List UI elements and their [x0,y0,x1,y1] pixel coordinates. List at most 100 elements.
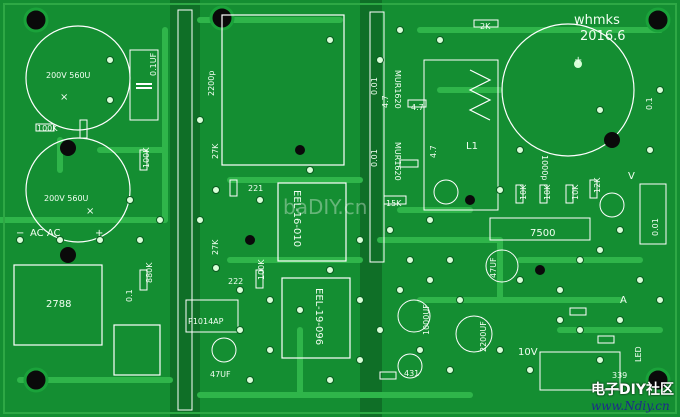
resistor-outline [473,19,499,28]
via-pad [356,356,364,364]
via-pad [516,146,524,154]
split-gap-center [360,0,382,417]
via-pad [376,326,384,334]
small-cap-outline [397,353,423,379]
r47b-label: 4.7 [381,95,390,108]
via-pad [496,186,504,194]
mounting-hole [23,367,49,393]
num339-label: 339 [612,371,628,380]
c2200-label: 2200p [207,70,216,96]
r10k-b-label: 10K [543,184,552,200]
minus-terminal-label: − [16,228,25,239]
r10k-c-label: 10K [571,184,580,200]
resistor-outline [597,335,615,344]
resistor-outline [383,195,407,205]
via-pad [56,236,64,244]
drill-hole [535,265,545,275]
cap-2200uf-label: 2200UF [479,321,488,352]
small-cap-outline [455,315,493,353]
small-cap-outline [211,337,237,363]
via-pad [356,236,364,244]
via-pad [616,316,624,324]
bridge-sub-outline [113,324,161,376]
via-pad [326,36,334,44]
via-pad [196,116,204,124]
date-label: 2016.6 [580,29,626,44]
bulk-cap-2-outline [25,137,131,243]
via-pad [212,264,220,272]
via-pad [556,286,564,294]
resistor-outline [379,371,397,380]
output-cap-outline [501,23,635,157]
via-pad [516,276,524,284]
via-pad [446,256,454,264]
small-cap-outline [433,179,459,205]
small-cap-outline [485,249,519,283]
via-pad [426,276,434,284]
cap-47uf-b-label: 47UF [489,257,498,278]
via-pad [236,326,244,334]
via-pad [236,286,244,294]
via-pad [106,96,114,104]
drill-hole [245,235,255,245]
cap-10v-label: 10V [518,347,538,358]
pot-outline [489,217,591,241]
resistor-outline [35,123,55,132]
cap-001a-label: 0.01 [370,77,379,95]
resistor-outline [565,184,574,204]
r15k-label: 15K [386,199,402,208]
resistor-outline [139,269,148,291]
via-pad [436,36,444,44]
led-label: LED [634,346,643,362]
drill-hole [465,195,475,205]
via-pad [212,186,220,194]
via-pad [326,376,334,384]
cap2-mark: × [86,206,95,217]
via-pad [416,346,424,354]
via-pad [386,226,394,234]
via-pad [256,196,264,204]
v-terminal-label: V [628,171,635,182]
ac-terminal-label: AC AC [30,228,61,239]
ghost-watermark: baDIY.cn [283,195,368,219]
via-pad [526,366,534,374]
plus-right-label: + [574,55,583,66]
watermark-title: 电子DIY社区 [591,382,674,398]
via-pad [246,376,254,384]
resistor-outline [407,99,427,108]
cap1-label: 200V 560U [46,71,91,80]
via-pad [596,246,604,254]
film-cap-label: 0.1UF [149,52,158,76]
via-pad [266,296,274,304]
via-pad [306,166,314,174]
via-pad [596,356,604,364]
mounting-hole [645,7,671,33]
via-pad [576,256,584,264]
inductor-outline [423,59,499,211]
mounting-hole [23,7,49,33]
film-cap-outline [129,49,159,121]
resistor-outline [515,184,524,204]
a-terminal-label: A [620,295,627,306]
r27k-label: 27K [211,143,220,159]
via-pad [126,196,134,204]
via-pad [636,276,644,284]
cap-47uf-label: 47UF [210,370,231,379]
via-pad [266,346,274,354]
transformer2-outline [281,277,351,359]
r47a-label: 4.7 [411,103,424,112]
r47c-label: 4.7 [429,145,438,158]
r100k-b-label: 100K [142,147,151,168]
via-pad [446,366,454,374]
via-pad [296,306,304,314]
resistor-outline [589,179,598,199]
via-pad [376,56,384,64]
via-pad [396,26,404,34]
via-pad [656,296,664,304]
diode-bridge-label: 2788 [46,299,72,310]
heatsink-center [369,11,385,263]
via-pad [136,236,144,244]
bridge-cap-label: 0.1 [125,289,134,302]
pot-label: 7500 [530,228,556,239]
